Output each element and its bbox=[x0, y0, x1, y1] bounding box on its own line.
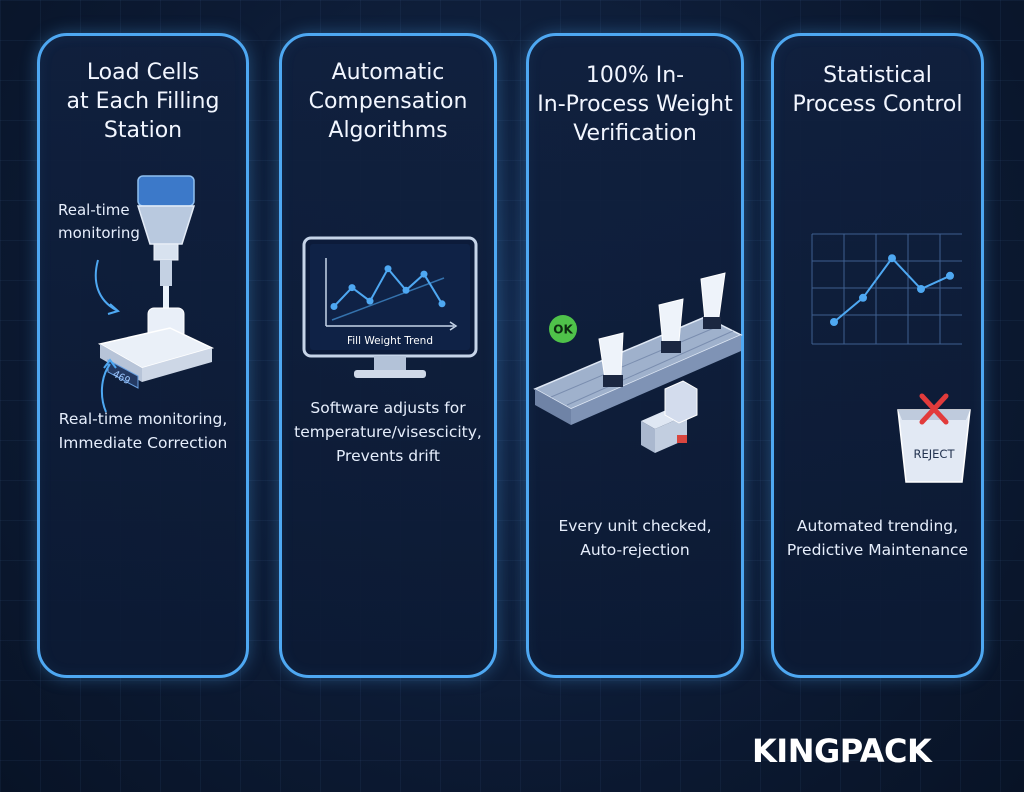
brand-logo: KINGPACK bbox=[752, 732, 932, 770]
spc-point bbox=[917, 285, 925, 293]
trend-point bbox=[402, 286, 410, 294]
conveyor-belt-icon bbox=[533, 272, 743, 453]
reject-label: REJECT bbox=[914, 447, 956, 461]
panel-compensation-algorithms: Automatic Compensation Algorithms Fill W… bbox=[279, 33, 497, 678]
trend-point bbox=[348, 284, 356, 292]
monitor-caption: Fill Weight Trend bbox=[347, 335, 433, 347]
spc-point bbox=[830, 318, 838, 326]
panel-title: Automatic Compensation Algorithms bbox=[308, 60, 468, 143]
panel-title: Statistical Process Control bbox=[792, 63, 963, 117]
realtime-monitoring-label: Real-time monitoring bbox=[58, 201, 140, 242]
panel-description: Real-time monitoring, Immediate Correcti… bbox=[58, 410, 228, 452]
panel-description: Automated trending, Predictive Maintenan… bbox=[786, 517, 969, 559]
trend-point bbox=[366, 297, 374, 305]
ok-badge: OK bbox=[549, 315, 577, 343]
panel-load-cells: Load Cells at Each Filling Station Real-… bbox=[37, 33, 249, 678]
tube-container-icon bbox=[598, 272, 726, 387]
panel-statistical-process-control: Statistical Process Control REJECT Autom… bbox=[771, 33, 984, 678]
spc-line bbox=[833, 256, 951, 323]
spc-point bbox=[859, 293, 867, 302]
control-chart-icon bbox=[811, 233, 962, 345]
trend-point bbox=[420, 270, 428, 278]
checkweigher-icon bbox=[641, 380, 698, 453]
red-x-icon bbox=[919, 393, 949, 425]
trend-point bbox=[330, 303, 338, 310]
reject-bin-icon: REJECT bbox=[897, 393, 971, 483]
panel-description: Every unit checked, Auto-rejection bbox=[558, 517, 712, 559]
panel-title: 100% In- In-Process Weight Verification bbox=[537, 63, 733, 146]
filling-nozzle-icon bbox=[136, 175, 196, 308]
curved-arrow-icon bbox=[94, 259, 121, 413]
ok-badge-label: OK bbox=[553, 323, 573, 337]
spc-point bbox=[888, 254, 896, 263]
trend-point bbox=[438, 300, 446, 308]
trend-point bbox=[384, 265, 392, 273]
panel-title: Load Cells at Each Filling Station bbox=[66, 60, 220, 143]
panel-description: Software adjusts for temperature/visesci… bbox=[294, 399, 482, 465]
monitor-icon: Fill Weight Trend bbox=[302, 236, 478, 378]
panel-weight-verification: 100% In- In-Process Weight Verification … bbox=[526, 33, 744, 678]
spc-point bbox=[946, 271, 954, 280]
trend-chart-icon bbox=[325, 258, 458, 331]
